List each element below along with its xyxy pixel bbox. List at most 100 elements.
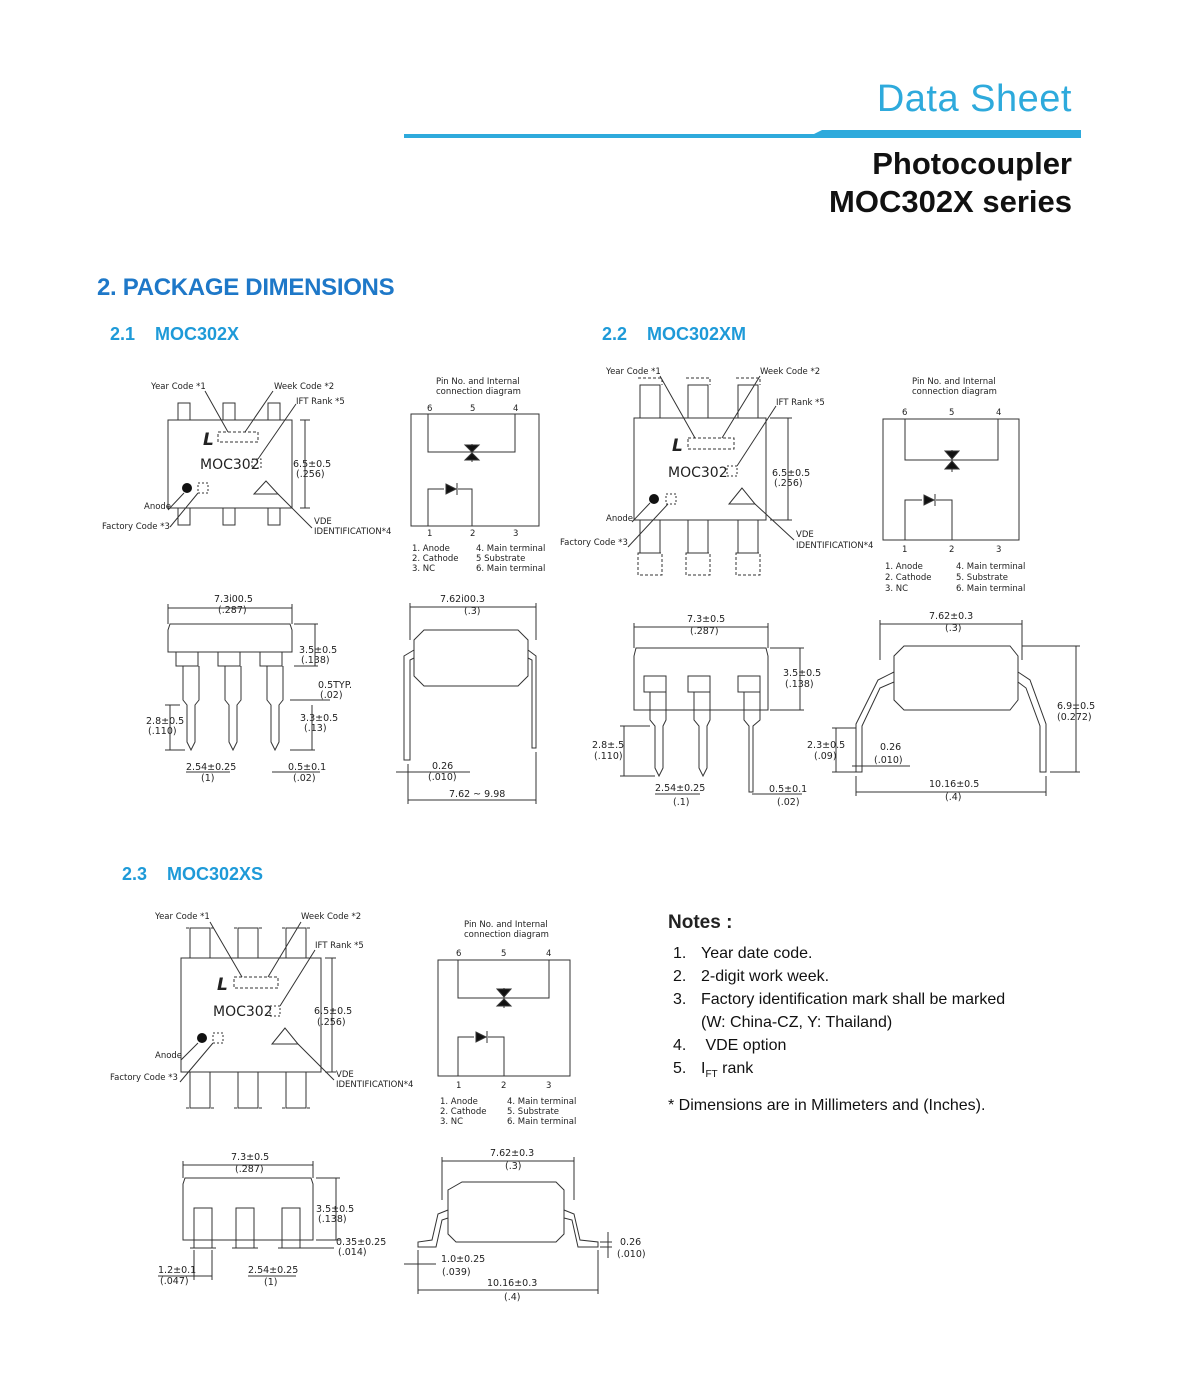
svg-text:(.4): (.4) [945,792,961,803]
part-marking: MOC302 [200,457,260,473]
notes-section: Notes : 1. Year date code. 2. 2-digit wo… [668,912,1088,1117]
subsection-2-3: 2.3 MOC302XS [122,864,264,884]
svg-text:7.3i00.5: 7.3i00.5 [214,594,253,605]
moc302xm-top-view: L MOC302 Year Code *1 Week Code *2 IFT R… [560,367,873,576]
svg-text:5. Substrate: 5. Substrate [507,1107,559,1117]
svg-text:Anode: Anode [144,502,171,512]
svg-text:7.62 ~ 9.98: 7.62 ~ 9.98 [449,789,505,800]
svg-text:Pin No. and Internal: Pin No. and Internal [912,377,996,387]
svg-text:6.5±0.5: 6.5±0.5 [293,459,331,470]
note-item: 2. 2-digit work week. [673,968,830,985]
svg-text:10.16±0.5: 10.16±0.5 [929,779,979,790]
svg-text:6.5±0.5: 6.5±0.5 [314,1006,352,1017]
svg-text:IDENTIFICATION*4: IDENTIFICATION*4 [796,541,873,551]
svg-text:3. NC: 3. NC [412,564,435,574]
svg-text:L: L [672,436,683,456]
svg-text:6. Main terminal: 6. Main terminal [507,1117,576,1127]
svg-text:Anode: Anode [155,1051,182,1061]
moc302x-end-view: 7.62i00.3 (.3) 0.26 (.010) 7.62 ~ 9.98 [396,594,537,804]
notes-title: Notes : [668,912,733,933]
svg-text:7.62±0.3: 7.62±0.3 [490,1148,534,1159]
svg-text:Factory Code *3: Factory Code *3 [110,1073,178,1083]
svg-text:(.010): (.010) [428,772,457,783]
moc302x-side-view: 7.3i00.5 (.287) 3.5±0.5 (.138) 0.5TYP. (… [146,594,352,784]
svg-text:(.3): (.3) [464,606,480,617]
svg-text:3.5±0.5: 3.5±0.5 [783,668,821,679]
svg-text:(.3): (.3) [945,623,961,634]
svg-text:MOC302: MOC302 [213,1004,273,1020]
svg-text:(.287): (.287) [690,626,719,637]
svg-text:3: 3 [996,545,1001,555]
product-line-1: Photocoupler [872,146,1072,181]
svg-text:3. NC: 3. NC [440,1117,463,1127]
svg-text:Factory Code *3: Factory Code *3 [102,522,170,532]
svg-text:connection diagram: connection diagram [912,387,997,397]
svg-text:(.010): (.010) [874,755,903,766]
section-title: 2. PACKAGE DIMENSIONS [97,274,395,301]
svg-text:6: 6 [456,949,461,959]
svg-text:(.014): (.014) [338,1247,367,1258]
svg-text:3. NC: 3. NC [885,584,908,594]
svg-text:(.256): (.256) [317,1017,346,1028]
svg-text:2: 2 [470,529,475,539]
svg-text:(.02): (.02) [293,773,316,784]
svg-text:7.3±0.5: 7.3±0.5 [231,1152,269,1163]
svg-text:2. Cathode: 2. Cathode [440,1107,487,1117]
svg-text:(.02): (.02) [320,690,343,701]
svg-text:4: 4 [546,949,551,959]
moc302xs-side-view: 7.3±0.5 (.287) 3.5±0.5 (.138) 0.35±0.25 … [158,1152,386,1288]
svg-text:0.5±0.1: 0.5±0.1 [288,762,326,773]
dimensions-footnote: * Dimensions are in Millimeters and (Inc… [668,1097,986,1115]
svg-text:Year Code *1: Year Code *1 [605,367,661,377]
svg-text:4. Main terminal: 4. Main terminal [956,562,1025,572]
svg-text:IFT Rank *5: IFT Rank *5 [296,397,345,407]
svg-text:2.8±.5: 2.8±.5 [592,740,624,751]
svg-text:Pin No. and Internal: Pin No. and Internal [436,377,520,387]
note-item: 1. Year date code. [673,945,813,962]
svg-text:IFT Rank *5: IFT Rank *5 [315,941,364,951]
svg-text:3: 3 [513,529,518,539]
svg-text:(.039): (.039) [442,1267,471,1278]
moc302x-pin-diagram: Pin No. and Internal connection diagram … [410,377,545,574]
logo-mark: L [203,430,214,450]
svg-text:2.8±0.5: 2.8±0.5 [146,716,184,727]
subsection-2-2: 2.2 MOC302XM [602,324,747,344]
svg-text:2.54±0.25: 2.54±0.25 [186,762,236,773]
note-item-continuation: (W: China-CZ, Y: Thailand) [701,1014,893,1031]
svg-text:1. Anode: 1. Anode [412,544,450,554]
svg-text:VDE: VDE [314,517,332,527]
svg-text:7.3±0.5: 7.3±0.5 [687,614,725,625]
svg-text:5. Substrate: 5. Substrate [956,573,1008,583]
svg-text:(.138): (.138) [785,679,814,690]
svg-text:10.16±0.3: 10.16±0.3 [487,1278,537,1289]
svg-text:(1): (1) [264,1277,277,1288]
svg-text:VDE: VDE [336,1070,354,1080]
svg-text:(.3): (.3) [505,1161,521,1172]
svg-text:(.110): (.110) [594,751,623,762]
subsection-2-1: 2.1 MOC302X [110,324,240,344]
doc-type-title: Data Sheet [876,78,1072,120]
note-item: 5. IFT rank [673,1060,754,1081]
svg-text:Week Code *2: Week Code *2 [274,382,334,392]
moc302xs-end-view: 7.62±0.3 (.3) 0.26 (.010) 1.0±0.25 (.039… [404,1148,646,1303]
svg-text:(.287): (.287) [218,605,247,616]
svg-text:1.2±0.1: 1.2±0.1 [158,1265,196,1276]
svg-text:Year Code *1: Year Code *1 [150,382,206,392]
svg-text:7.62i00.3: 7.62i00.3 [440,594,485,605]
svg-text:1. Anode: 1. Anode [440,1097,478,1107]
note-item: 4. VDE option [673,1037,787,1054]
svg-text:1: 1 [456,1081,461,1091]
svg-text:Week Code *2: Week Code *2 [760,367,820,377]
svg-text:L: L [217,975,228,995]
note-item: 3. Factory identification mark shall be … [673,991,1006,1008]
svg-text:1: 1 [427,529,432,539]
svg-text:0.26: 0.26 [880,742,901,753]
svg-text:0.26: 0.26 [620,1237,641,1248]
svg-text:6. Main terminal: 6. Main terminal [476,564,545,574]
svg-text:IDENTIFICATION*4: IDENTIFICATION*4 [314,527,391,537]
moc302xs-top-view: L MOC302 Year Code *1 Week Code *2 IFT R… [110,912,413,1109]
svg-text:(.13): (.13) [304,723,327,734]
svg-text:3: 3 [546,1081,551,1091]
svg-text:Factory Code *3: Factory Code *3 [560,538,628,548]
